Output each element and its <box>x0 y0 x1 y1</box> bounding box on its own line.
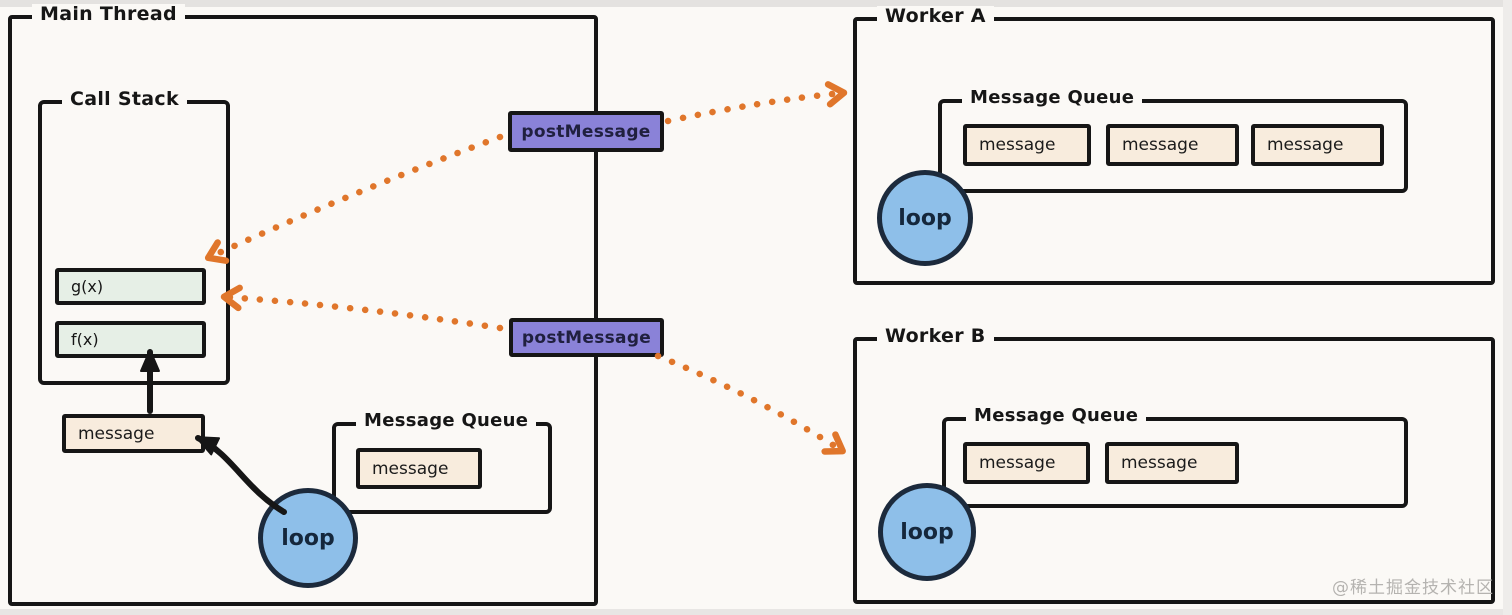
worker-a-message-queue-label: Message Queue <box>962 87 1143 109</box>
watermark-text: @稀土掘金技术社区 <box>1332 578 1494 598</box>
queued-message: message <box>1106 124 1239 166</box>
worker-b-message-queue-label: Message Queue <box>966 405 1147 427</box>
stack-frame-fx: f(x) <box>55 321 206 358</box>
worker-b-label: Worker B <box>877 325 994 348</box>
postmessage-bottom-box: postMessage <box>509 318 664 357</box>
worker-b-box: Worker B Message Queue message message l… <box>853 325 1495 604</box>
main-thread-box: Main Thread Call Stack g(x) f(x) message… <box>8 3 598 606</box>
queued-message: message <box>963 442 1090 484</box>
queued-message: message <box>356 448 482 489</box>
postmessage-top-box: postMessage <box>508 111 664 152</box>
stack-frame-gx: g(x) <box>55 268 206 305</box>
queued-message: message <box>1251 124 1384 166</box>
queued-message: message <box>1105 442 1239 484</box>
call-stack-box: Call Stack g(x) f(x) <box>38 88 230 385</box>
main-thread-label: Main Thread <box>32 3 185 26</box>
postmessage-top-to-worker-a-arrow <box>664 81 848 125</box>
worker-a-message-queue-box: Message Queue message message message <box>938 87 1408 193</box>
worker-b-event-loop-circle: loop <box>878 483 976 581</box>
worker-b-loop-label: loop <box>900 519 954 545</box>
main-loop-label: loop <box>281 525 335 551</box>
worker-a-box: Worker A Message Queue message message m… <box>853 5 1495 285</box>
right-edge-strip <box>1503 0 1512 615</box>
main-message-queue-label: Message Queue <box>356 410 537 432</box>
bottom-edge-strip <box>0 609 1512 615</box>
queued-message: message <box>963 124 1091 166</box>
worker-a-event-loop-circle: loop <box>877 170 973 266</box>
worker-a-label: Worker A <box>877 5 994 28</box>
postmessage-bottom-to-worker-b-arrow <box>654 352 846 455</box>
main-event-loop-circle: loop <box>258 488 358 588</box>
main-message-queue-box: Message Queue message <box>332 410 552 514</box>
top-edge-strip <box>0 0 1512 7</box>
call-stack-label: Call Stack <box>62 88 187 111</box>
main-message-box: message <box>62 414 205 453</box>
worker-a-loop-label: loop <box>898 205 952 231</box>
worker-b-message-queue-box: Message Queue message message <box>942 405 1408 508</box>
